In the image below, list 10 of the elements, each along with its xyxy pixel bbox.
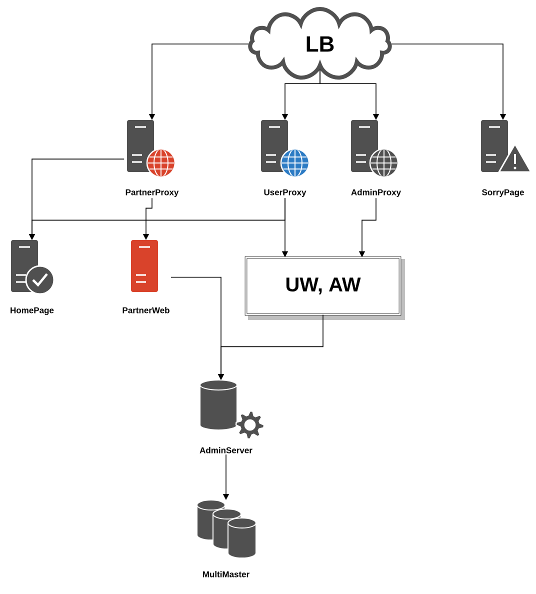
node-label: SorryPage [482,189,524,197]
node-label: PartnerWeb [122,307,170,314]
process-box: UW, AW [244,256,402,316]
node-label: HomePage [10,307,54,315]
node-label: PartnerProxy [126,189,179,197]
node-label: UserProxy [264,189,306,197]
cloud: LB [248,7,392,80]
node-label: AdminServer [200,447,252,454]
node-label: MultiMaster [202,571,250,578]
node-label: AdminProxy [351,189,401,197]
